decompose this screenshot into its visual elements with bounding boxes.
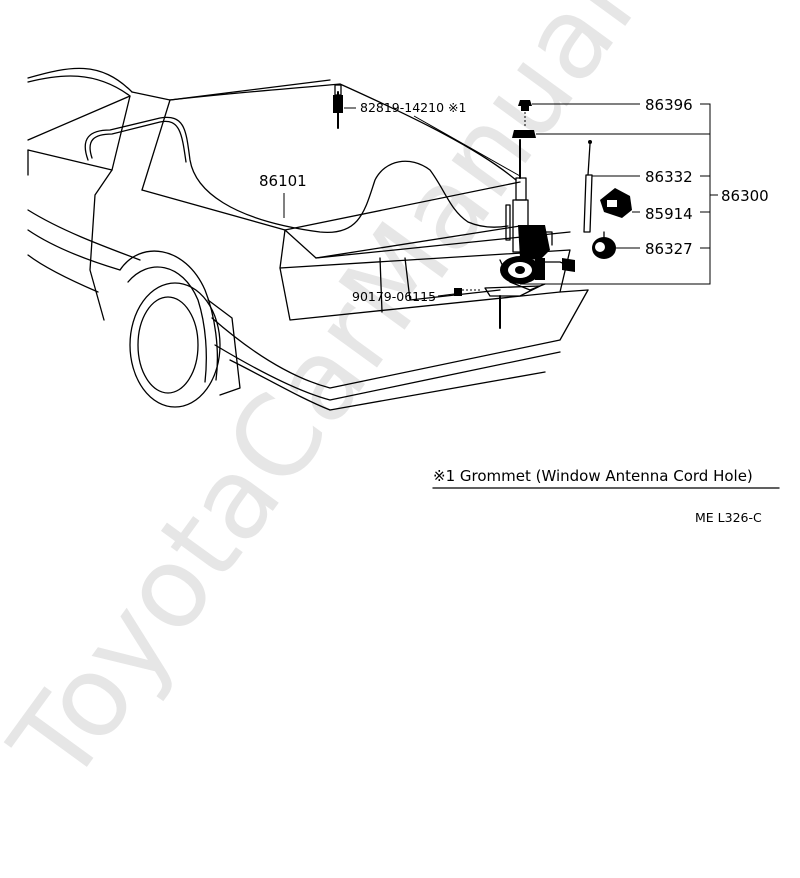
label-relay: 86327 (645, 240, 693, 258)
screw-part-icon (454, 288, 462, 296)
relay-part-icon (592, 231, 616, 259)
car-body-illustration (27, 67, 589, 411)
antenna-assembly-parts (333, 84, 632, 329)
nut-part-icon (518, 100, 532, 111)
label-motor-cover: 85914 (645, 205, 693, 223)
label-grommet-cord: 82819-14210 ※1 (360, 100, 466, 115)
label-window-cord: 86101 (259, 172, 307, 190)
label-nut: 86396 (645, 96, 693, 114)
label-antenna-rod: 86332 (645, 168, 693, 186)
grommet-part-icon (333, 84, 343, 129)
footnote-grommet: ※1 Grommet (Window Antenna Cord Hole) (433, 467, 753, 485)
watermark-text: ToyotaCarManual.ru (0, 0, 749, 807)
leader-lines (283, 103, 718, 297)
motor-cover-part-icon (600, 188, 632, 218)
diagram-code: ME L326-C (695, 510, 762, 525)
label-screw: 90179-06115 (352, 289, 436, 304)
label-motor-assy: 86300 (721, 187, 769, 205)
antenna-rod-part-icon (583, 140, 593, 233)
